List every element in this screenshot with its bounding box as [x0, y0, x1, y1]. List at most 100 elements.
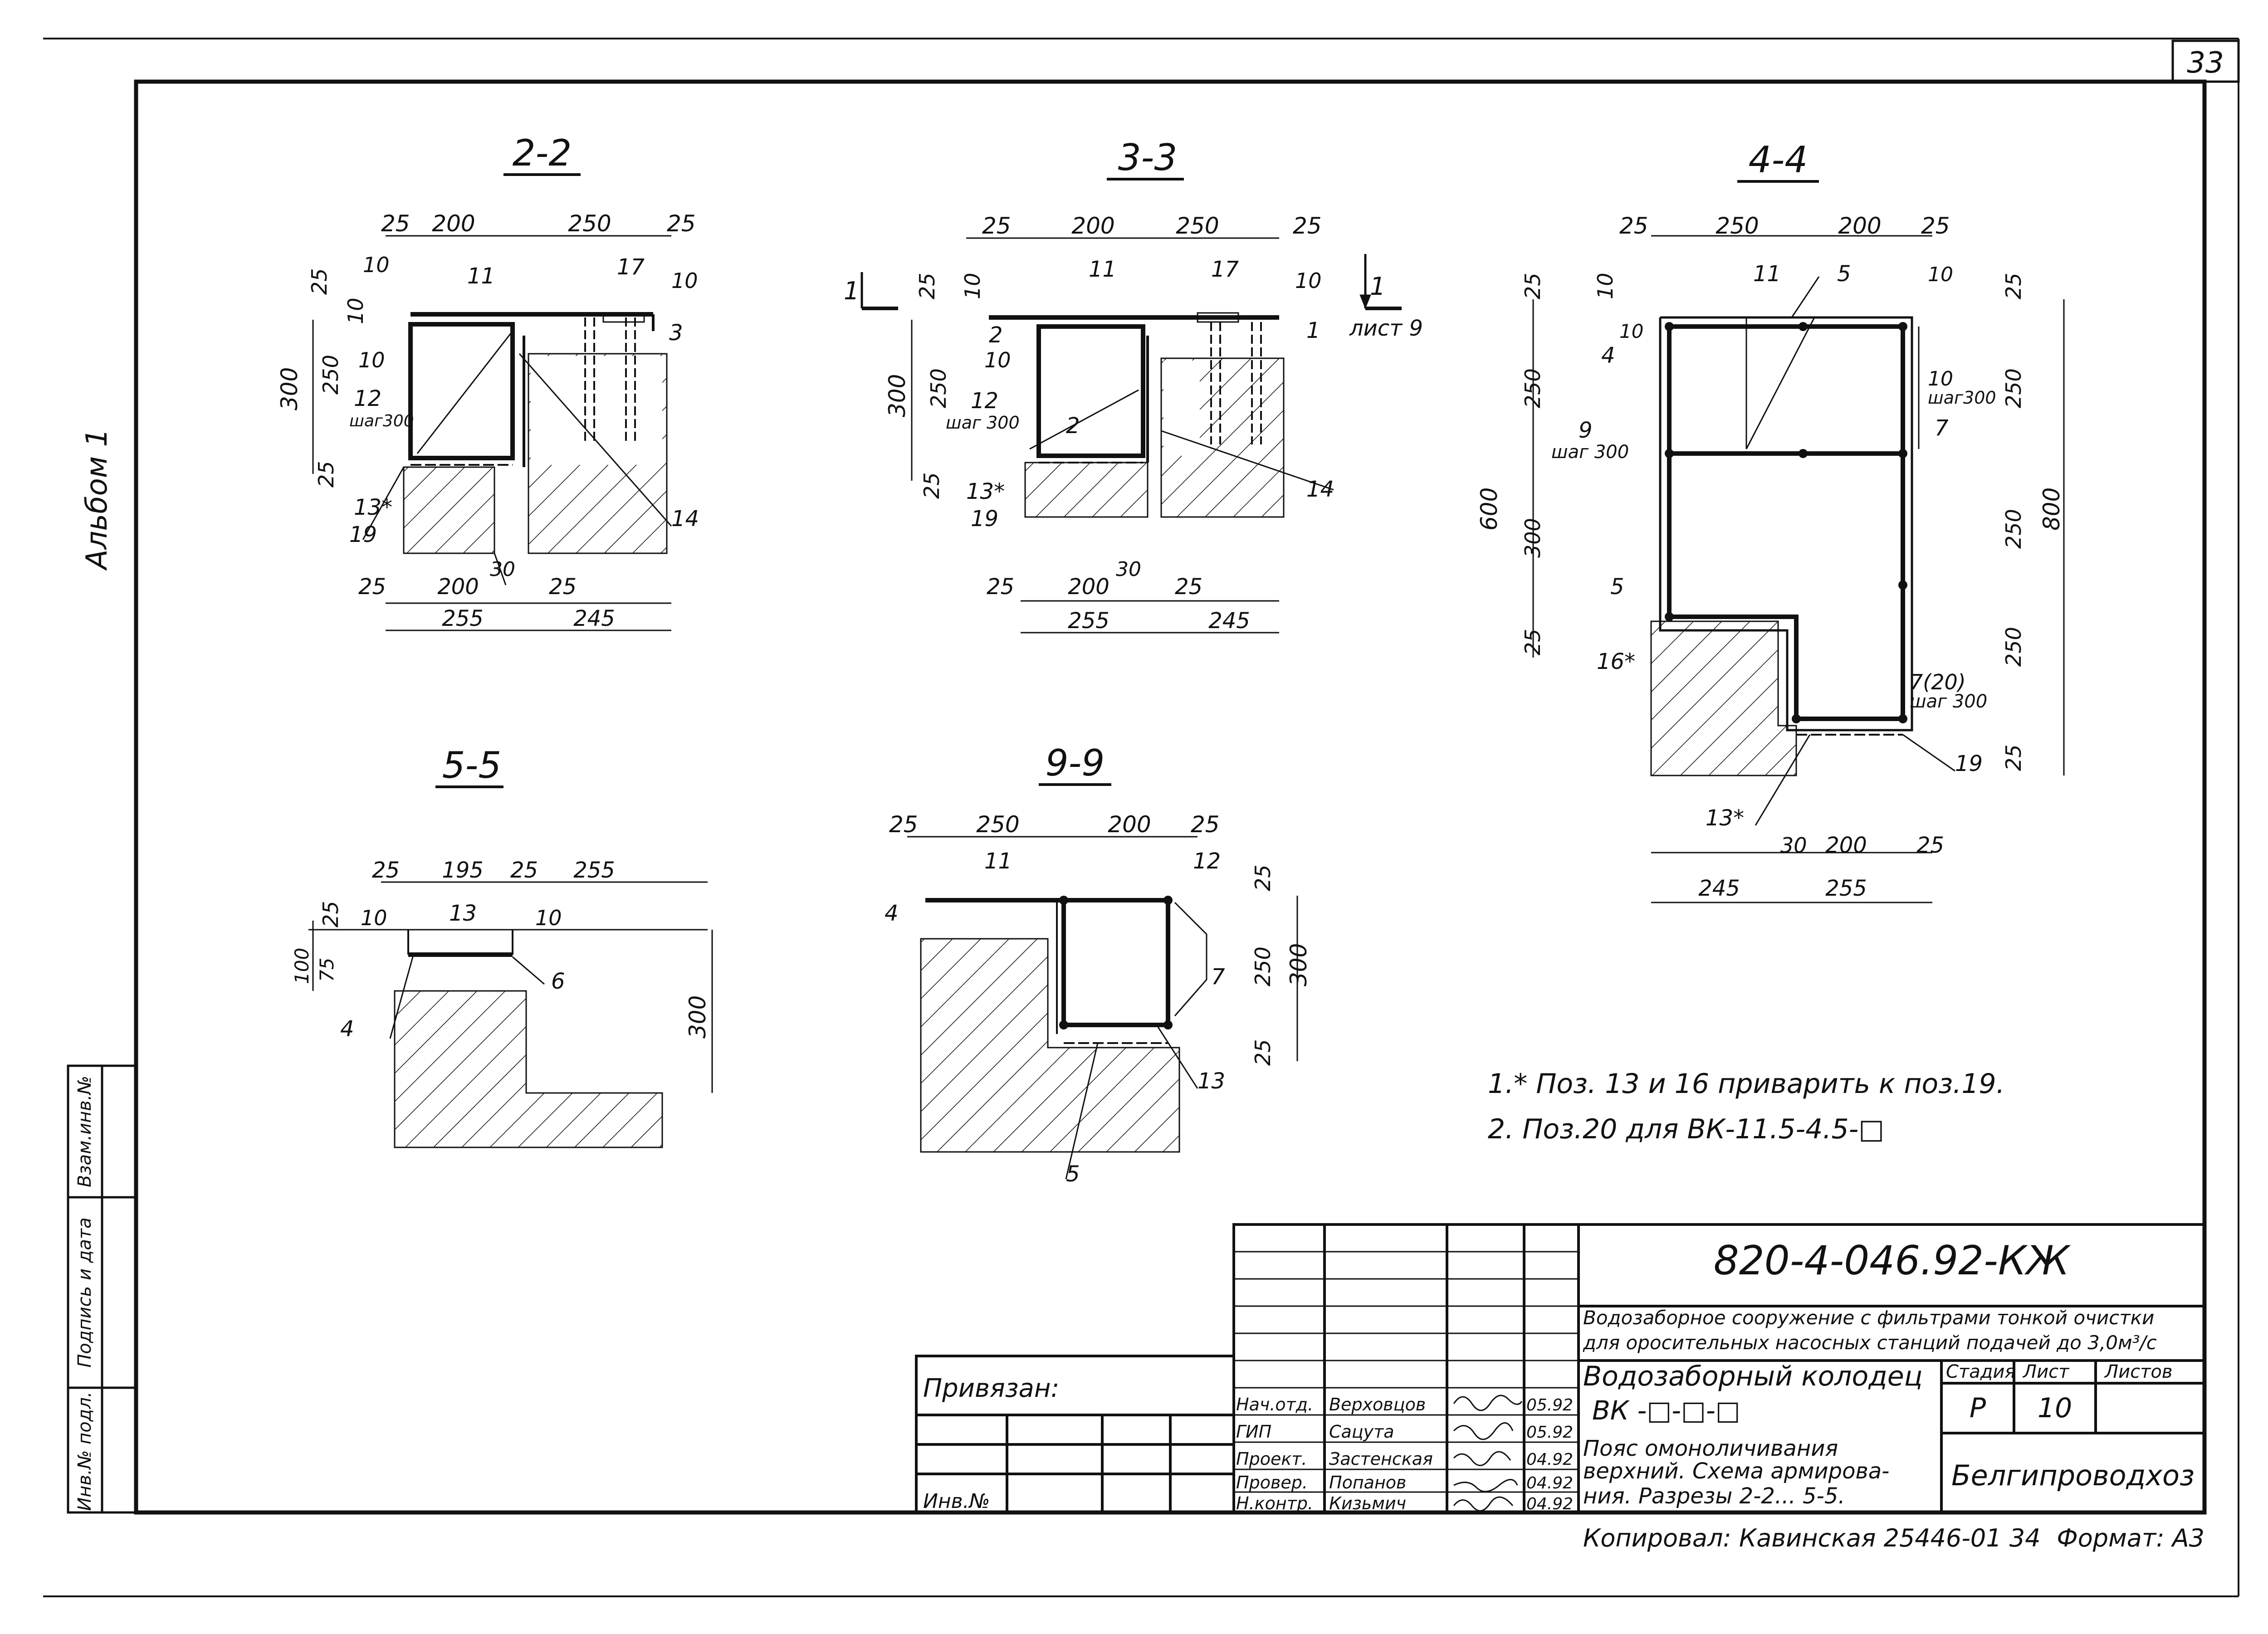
dim-4-4-right-1: 250 [2001, 368, 2026, 408]
dim-4-4-left-2: 250 [1520, 368, 1545, 408]
dim-2-2-left-5: 300 [276, 367, 303, 410]
concrete-hatch-left [403, 466, 495, 554]
callout-9-9-1: 12 [1193, 849, 1221, 874]
callout-3-3-9: 30 [1116, 558, 1141, 581]
callout-5-5-2: 4 [340, 1016, 354, 1042]
cut-sheet-ref: лист 9 [1349, 316, 1423, 341]
cut-mark-left: 1 [844, 277, 859, 305]
side-stamp-replace: Взам.инв.№ [74, 1076, 95, 1187]
stage-value: Р [1970, 1392, 1986, 1424]
side-stamp-inv: Инв.№ подл. [74, 1391, 95, 1511]
dim-9-9-right-0: 25 [1251, 864, 1275, 891]
callout-2-2-4: шаг300 [349, 412, 414, 430]
callout-3-3-2: 1 [1306, 318, 1320, 343]
callout-2-2-1: 17 [617, 254, 645, 280]
section-title-2-2: 2-2 [513, 132, 572, 174]
dim-2-2-top-3: 25 [667, 210, 696, 237]
sig-role-1: ГИП [1236, 1422, 1271, 1442]
sig-date-1: 05.92 [1526, 1423, 1573, 1442]
callout-3-3-10: 14 [1306, 477, 1334, 502]
callout-4-4-14: 19 [1955, 751, 1983, 776]
rebar-dots-4-4 [1665, 322, 1907, 723]
section-title-5-5: 5-5 [442, 744, 502, 786]
dim-9-9-right-1: 250 [1251, 946, 1275, 986]
callout-5-5-0: 13 [449, 901, 477, 926]
dim-9-9-right-2: 300 [1286, 943, 1312, 986]
concrete-white [531, 356, 662, 465]
sig-role-4: Н.контр. [1236, 1493, 1313, 1513]
dim-4-4-top-2: 200 [1838, 213, 1881, 239]
dim-2-2-bot2-1: 245 [573, 606, 615, 631]
section-9-9 [907, 836, 1298, 1180]
sheet-label: Лист [2022, 1361, 2070, 1382]
copied-by: Копировал: Кавинская 25446-01 34 [1583, 1524, 2040, 1552]
handwritten-signatures [1453, 1395, 1523, 1512]
tied-label: Привязан: [923, 1374, 1059, 1403]
side-stamp-sign: Подпись и дата [74, 1217, 95, 1367]
title-block [915, 1223, 2206, 1514]
object-mark: ВК -□-□-□ [1592, 1395, 1740, 1426]
callout-4-4-15: 13* [1706, 805, 1744, 831]
callout-9-9-2: 4 [885, 901, 899, 926]
project-line2: для оросительных насосных станций подаче… [1583, 1332, 2157, 1354]
section-title-4-4: 4-4 [1749, 139, 1808, 181]
callout-2-2-5: 13* [354, 495, 392, 520]
sig-date-3: 04.92 [1526, 1474, 1573, 1493]
dim-2-2-bot1-1: 200 [437, 574, 479, 600]
dim-4-4-top-1: 250 [1716, 213, 1759, 239]
organization: Белгипроводхоз [1951, 1459, 2195, 1492]
callout-4-4-0: 10 [1619, 320, 1643, 342]
dim-5-5-top-3: 255 [573, 858, 615, 883]
dim-2-2-left-2: 10 [343, 298, 368, 324]
dim-2-2-left-6: 25 [314, 461, 338, 488]
dim-3-3-left-5: 25 [919, 472, 944, 499]
side-stamp [67, 1064, 137, 1514]
album-label: Альбом 1 [80, 429, 114, 571]
dim-9-9-top-1: 250 [976, 811, 1019, 838]
project-line1: Водозаборное сооружение с фильтрами тонк… [1583, 1307, 2154, 1329]
dim-5-5-top-1: 195 [442, 858, 484, 883]
dim-9-9-top-0: 25 [889, 811, 918, 838]
dim-4-4-bot1-0: 30 [1780, 833, 1807, 858]
callout-3-3-5: шаг 300 [946, 413, 1020, 433]
callout-3-3-4: 12 [971, 388, 998, 414]
dim-5-5-left-0: 25 [318, 901, 343, 927]
dim-3-3-bot1-1: 200 [1068, 574, 1110, 600]
dim-3-3-bot2-0: 255 [1068, 608, 1110, 634]
section-2-2 [312, 235, 672, 631]
doc-code: 820-4-046.92-КЖ [1714, 1237, 2071, 1284]
dim-3-3-left-0: 25 [915, 273, 939, 299]
callout-4-4-1: 11 [1753, 261, 1781, 287]
dim-5-5-top-0: 25 [372, 858, 400, 883]
callout-3-3-6: 2 [1066, 413, 1080, 439]
dim-4-4-bot2-1: 255 [1825, 876, 1867, 901]
dim-5-5-right-1: 300 [684, 995, 711, 1039]
note-1: 1.* Поз. 13 и 16 приварить к поз.19. [1488, 1068, 2005, 1100]
callout-4-4-8: шаг 300 [1551, 442, 1629, 463]
dim-4-4-right-3: 800 [2038, 488, 2065, 531]
rebar-cage-9-9 [1061, 898, 1170, 1027]
dim-4-4-right-0: 25 [2001, 273, 2026, 299]
dim-3-3-right-0: 10 [1295, 268, 1322, 293]
sig-role-2: Проект. [1236, 1449, 1307, 1469]
dim-3-3-left-4: 300 [884, 374, 910, 417]
dim-5-5-left-3: 75 [316, 958, 338, 982]
dim-3-3-left-3: 250 [926, 368, 951, 408]
rebar-cage [408, 322, 515, 460]
sig-name-0: Верховцов [1329, 1395, 1426, 1415]
callout-4-4-4: 4 [1601, 343, 1615, 368]
dim-3-3-left-2: 10 [984, 348, 1011, 372]
dim-3-3-bot1-0: 25 [987, 574, 1014, 600]
sig-name-4: Кизьмич [1329, 1493, 1406, 1513]
dim-2-2-left-1: 10 [363, 253, 390, 277]
dim-3-3-top-3: 25 [1293, 213, 1322, 239]
callout-9-9-5: 5 [1066, 1161, 1080, 1187]
dim-2-2-left-3: 10 [358, 348, 385, 372]
dim-4-4-left-1: 10 [1593, 273, 1618, 299]
callout-2-2-8: 14 [671, 506, 699, 532]
callout-9-9-4: 13 [1198, 1068, 1225, 1094]
callout-2-2-7: 30 [490, 558, 515, 581]
sig-name-3: Попанов [1329, 1473, 1406, 1493]
callout-3-3-8: 19 [971, 506, 998, 532]
